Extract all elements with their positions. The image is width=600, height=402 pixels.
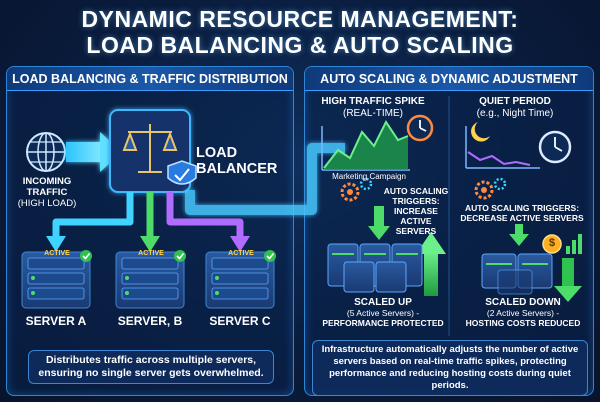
distribution-arrows <box>46 192 250 252</box>
server-b-label: SERVER, B <box>117 314 183 328</box>
title-line-2: LOAD BALANCING & AUTO SCALING <box>86 32 514 58</box>
trigger-up-line-3: INCREASE <box>394 206 438 216</box>
trigger-down-line-1: AUTO SCALING TRIGGERS: <box>464 203 580 213</box>
server-a-rack <box>21 251 91 309</box>
load-balancing-heading: LOAD BALANCING & TRAFFIC DISTRIBUTION <box>7 67 293 91</box>
trigger-down-line-2: DECREASE ACTIVE SERVERS <box>460 213 584 223</box>
dollar-glyph: $ <box>548 237 556 249</box>
scaled-up-line-1: SCALED UP <box>354 297 412 308</box>
trigger-up-label: AUTO SCALING TRIGGERS: INCREASE ACTIVE S… <box>382 186 450 236</box>
scaled-down-line-2: (2 Active Servers) - <box>486 308 560 318</box>
scale-down-arrow-into-up <box>368 206 390 240</box>
server-c-status: ACTIVE <box>228 250 254 257</box>
server-b-status: ACTIVE <box>138 250 164 257</box>
clock-icon-quiet <box>538 130 572 164</box>
incoming-line-3: (HIGH LOAD) <box>17 198 77 209</box>
scaled-up-line-2: (5 Active Servers) - <box>346 308 420 318</box>
trigger-up-line-4: ACTIVE SERVERS <box>395 216 437 236</box>
server-c-check-icon <box>264 250 276 262</box>
as-footer-line-3: performance and reducing hosting costs d… <box>329 368 571 391</box>
globe-icon <box>26 132 66 172</box>
scales-icon <box>122 124 178 173</box>
load-balancer-label: LOAD BALANCER <box>196 145 278 177</box>
trigger-up-line-1: AUTO SCALING <box>383 186 449 196</box>
lb-footer-line-2: ensuring no single server gets overwhelm… <box>38 367 264 379</box>
server-c-rack <box>205 251 275 309</box>
spike-label: HIGH TRAFFIC SPIKE (REAL-TIME) <box>318 96 428 120</box>
gear-icon-up <box>340 177 373 202</box>
gear-icon-down <box>474 177 507 200</box>
incoming-line-1: INCOMING <box>22 176 72 187</box>
dollar-icon <box>542 234 562 254</box>
server-a-status: ACTIVE <box>44 250 70 257</box>
server-a-label: SERVER A <box>25 314 87 328</box>
trigger-up-line-2: TRIGGERS: <box>392 196 440 206</box>
scaled-down-line-1: SCALED DOWN <box>485 297 561 308</box>
as-footer-line-1: Infrastructure automatically adjusts the… <box>321 344 579 355</box>
cost-bars-icon <box>566 234 582 254</box>
scale-up-arrow <box>416 232 446 296</box>
incoming-line-2: TRAFFIC <box>26 187 68 198</box>
spike-line-2: (REAL-TIME) <box>343 108 403 119</box>
autoscale-flow-arrow <box>185 143 345 215</box>
shield-icon <box>167 160 197 185</box>
balancer-line-2: BALANCER <box>196 161 278 177</box>
quiet-line-2: (e.g., Night Time) <box>476 108 554 119</box>
traffic-spike-chart <box>321 120 410 171</box>
scaled-up-label: SCALED UP (5 Active Servers) - PERFORMAN… <box>320 297 446 329</box>
scaled-up-line-3: PERFORMANCE PROTECTED <box>322 318 444 328</box>
quiet-line-1: QUIET PERIOD <box>479 96 551 107</box>
scaled-up-servers <box>327 243 423 293</box>
trigger-down-label: AUTO SCALING TRIGGERS: DECREASE ACTIVE S… <box>452 203 592 223</box>
quiet-period-chart <box>465 126 540 169</box>
title-line-1: DYNAMIC RESOURCE MANAGEMENT: <box>81 6 519 32</box>
balancer-line-1: LOAD <box>196 145 238 161</box>
scale-down-arrow <box>554 258 582 302</box>
server-c-label: SERVER C <box>209 314 271 328</box>
page-title: DYNAMIC RESOURCE MANAGEMENT: LOAD BALANC… <box>0 6 600 58</box>
spike-line-1: HIGH TRAFFIC SPIKE <box>321 96 425 107</box>
auto-scaling-footer: Infrastructure automatically adjusts the… <box>312 340 588 396</box>
server-b-rack <box>115 251 185 309</box>
server-b-check-icon <box>174 250 186 262</box>
scaled-down-label: SCALED DOWN (2 Active Servers) - HOSTING… <box>458 297 588 329</box>
scaled-down-servers <box>481 253 553 295</box>
quiet-label: QUIET PERIOD (e.g., Night Time) <box>460 96 570 120</box>
load-balancing-footer: Distributes traffic across multiple serv… <box>28 350 274 384</box>
scaled-down-line-3: HOSTING COSTS REDUCED <box>465 318 581 328</box>
lb-footer-line-1: Distributes traffic across multiple serv… <box>45 354 257 366</box>
clock-icon-spike <box>406 114 434 142</box>
as-footer-line-2: servers based on real-time traffic spike… <box>333 356 567 367</box>
server-a-check-icon <box>80 250 92 262</box>
spike-caption: Marketing Campaign <box>332 172 406 181</box>
scale-down-arrow-small <box>509 224 529 246</box>
incoming-traffic-label: INCOMING TRAFFIC (HIGH LOAD) <box>10 176 84 209</box>
moon-icon <box>471 122 490 142</box>
auto-scaling-heading: AUTO SCALING & DYNAMIC ADJUSTMENT <box>305 67 593 91</box>
